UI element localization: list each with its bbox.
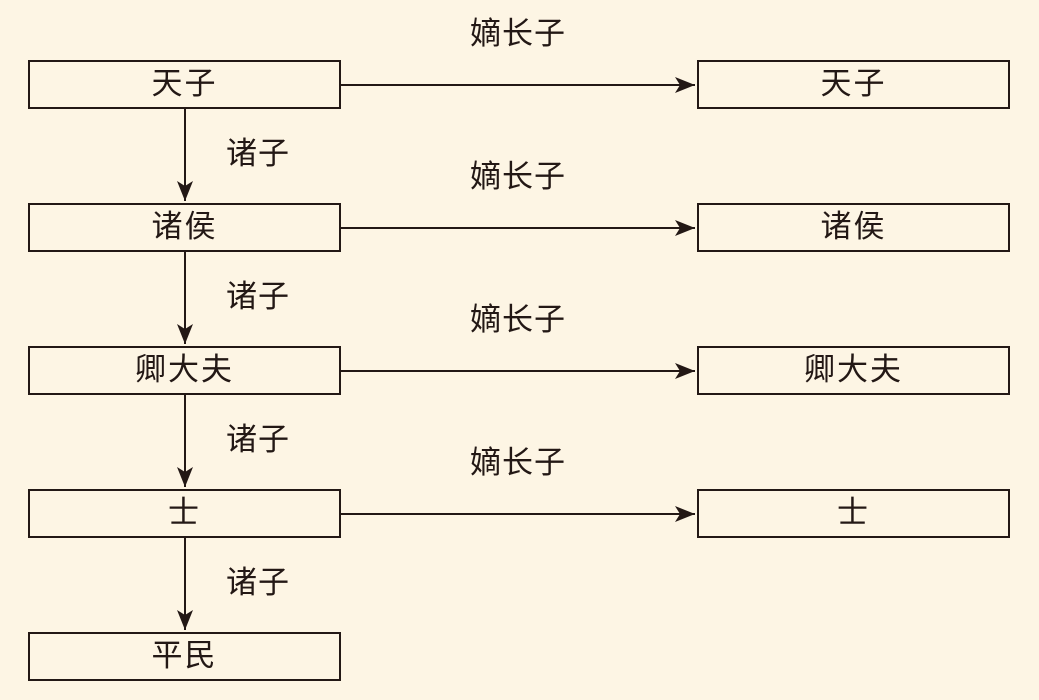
eldest-son-label-2: 嫡长子 (470, 159, 566, 195)
node-tianzi: 天子 (28, 60, 341, 109)
node-pingmin: 平民 (28, 632, 341, 681)
heir-node-zhuhou: 诸侯 (697, 203, 1010, 252)
other-sons-label-1: 诸子 (226, 136, 290, 172)
eldest-son-label-3: 嫡长子 (470, 302, 566, 338)
other-sons-label-4: 诸子 (226, 565, 290, 601)
other-sons-label-3: 诸子 (226, 422, 290, 458)
eldest-son-label-1: 嫡长子 (470, 16, 566, 52)
heir-node-shi: 士 (697, 489, 1010, 538)
node-shi: 士 (28, 489, 341, 538)
other-sons-label-2: 诸子 (226, 279, 290, 315)
heir-node-qingdafu: 卿大夫 (697, 346, 1010, 395)
node-qingdafu: 卿大夫 (28, 346, 341, 395)
eldest-son-label-4: 嫡长子 (470, 445, 566, 481)
heir-node-tianzi: 天子 (697, 60, 1010, 109)
node-zhuhou: 诸侯 (28, 203, 341, 252)
